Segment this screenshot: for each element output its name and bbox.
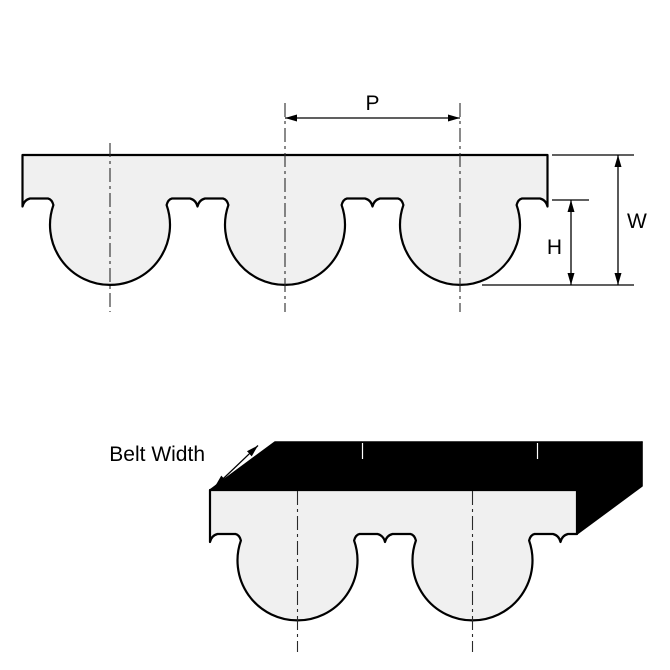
belt-profile <box>21 153 549 287</box>
belt-top-face <box>209 441 643 491</box>
belt-width-arrow <box>214 445 259 487</box>
belt-width-label: Belt Width <box>109 443 205 466</box>
belt-cross-section-view: P W H <box>21 92 647 312</box>
width-label: W <box>627 210 647 233</box>
width-dimension: W <box>482 154 647 286</box>
pitch-label: P <box>365 92 379 115</box>
pitch-dimension: P <box>285 92 460 122</box>
height-dimension: H <box>547 199 589 285</box>
belt-front-face <box>208 488 579 622</box>
height-label: H <box>547 236 562 259</box>
belt-width-dimension: Belt Width <box>109 443 259 487</box>
belt-side-face <box>576 441 643 535</box>
belt-perspective-view: Belt Width <box>109 441 643 652</box>
